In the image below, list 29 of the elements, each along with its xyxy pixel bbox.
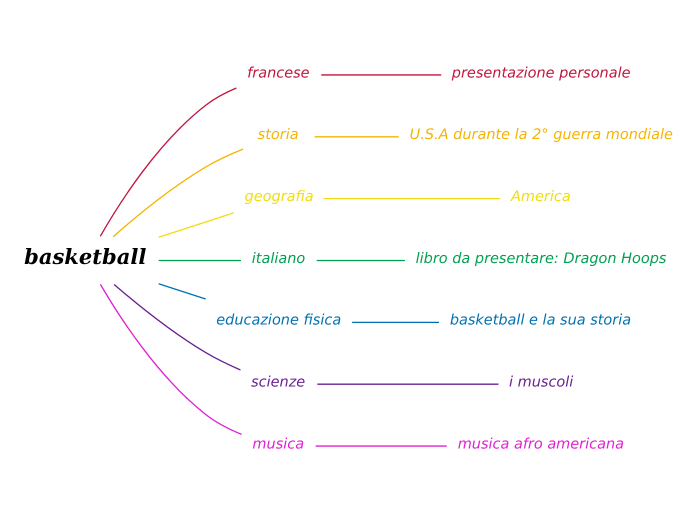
connector [321, 74, 442, 76]
connector [100, 86, 237, 236]
node-text: storia [258, 126, 299, 143]
node-text: educazione fisica [216, 312, 342, 328]
connector [114, 284, 241, 370]
node-text: scienze [251, 374, 306, 390]
node-text: francese [247, 64, 310, 81]
node-text: i muscoli [509, 374, 574, 390]
node-text: U.S.A durante la 2° guerra mondiale [410, 126, 673, 143]
node-text: libro da presentare: Dragon Hoops [416, 250, 666, 266]
node-text: geografia [244, 188, 314, 205]
connector [316, 444, 447, 446]
node-text: presentazione personale [452, 64, 631, 81]
node-text: italiano [252, 250, 306, 266]
node-text: musica [252, 436, 304, 452]
node-text: musica afro americana [458, 436, 624, 452]
connector [324, 198, 500, 199]
connector [314, 136, 399, 137]
node-text: basketball [24, 244, 146, 269]
connector [112, 148, 244, 237]
connector [158, 282, 206, 300]
node-text: America [511, 188, 571, 205]
connector [100, 284, 242, 434]
connector [317, 383, 498, 384]
connector [158, 259, 241, 261]
connector [352, 321, 440, 322]
connector [158, 212, 234, 238]
connector [316, 259, 405, 261]
node-text: basketball e la sua storia [450, 312, 632, 328]
